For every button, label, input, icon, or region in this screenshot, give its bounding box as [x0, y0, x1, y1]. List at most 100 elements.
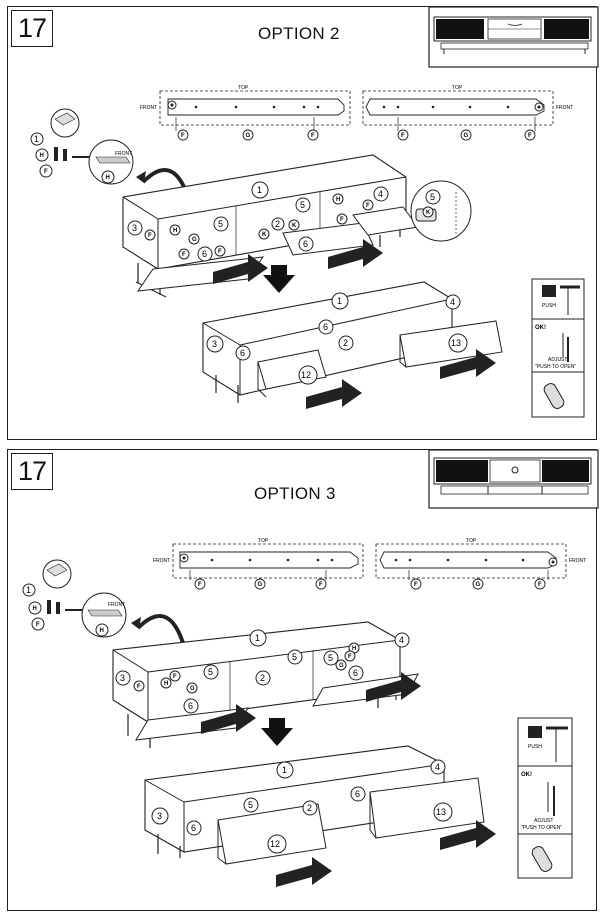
assembled-callout-4: 4 [435, 762, 440, 772]
step-number-box: 17 [11, 10, 53, 47]
cabinet-callout-f3: F [348, 654, 352, 660]
rail-diagram-right: TOP FRONT F G F [375, 538, 586, 590]
cabinet-callout-1: 1 [257, 185, 262, 195]
assembled-callout-1: 1 [282, 765, 287, 775]
rail-front-label-right: FRONT [569, 558, 586, 564]
assembled-callout-5: 5 [248, 800, 253, 810]
cabinet-callout-h-left: H [173, 228, 177, 234]
cabinet-callout-3: 3 [120, 673, 125, 683]
push-to-open-label: "PUSH TO OPEN" [521, 825, 562, 831]
hardware-detail-left: 1 H F FRONT H [30, 108, 190, 198]
assembled-callout-3: 3 [212, 339, 217, 349]
cabinet-callout-1: 1 [255, 633, 260, 643]
rail-front-label-right: FRONT [556, 105, 573, 111]
rail-top-label-right: TOP [452, 85, 463, 91]
down-arrow [263, 265, 295, 293]
cabinet-callout-k-right: K [292, 223, 297, 229]
rail-right-callout-right-screw: F [528, 133, 532, 139]
detail-front-label: FRONT [108, 602, 125, 608]
push-to-open-panel: PUSH OK! ADJUST "PUSH TO OPEN" [531, 278, 585, 418]
assembled-callout-12: 12 [301, 370, 311, 380]
step-number: 17 [17, 456, 47, 486]
detail-callout-f: F [44, 169, 48, 175]
cabinet-assembled: 1 2 3 4 5 6 6 12 13 [144, 745, 496, 887]
detail-callout-h-zoom: H [100, 628, 104, 634]
cabinet-callout-5b: 5 [300, 200, 305, 210]
rail-right-callout-left-screw: F [414, 582, 418, 588]
rail-front-label: FRONT [140, 105, 157, 111]
cabinet-callout-2: 2 [260, 673, 265, 683]
assembled-callout-6b: 6 [240, 348, 245, 358]
assembled-callout-2: 2 [307, 803, 312, 813]
assembled-callout-6b: 6 [191, 823, 196, 833]
cabinet-callout-5a: 5 [208, 667, 213, 677]
ok-label: OK! [535, 325, 546, 331]
rail-diagram-left: TOP FRONT F G F [140, 85, 351, 141]
detail-front-label: FRONT [115, 151, 132, 157]
knob-detail: 5 K [410, 180, 472, 242]
step-panel-option-3: 17 OPTION 3 TOP FRONT F G [7, 449, 599, 911]
thumbnail-tv-stand [428, 449, 599, 509]
assembled-callout-2: 2 [343, 338, 348, 348]
rail-callout-right-screw: F [311, 133, 315, 139]
detail-callout-f: F [36, 622, 40, 628]
detail-callout-h-zoom: H [106, 175, 110, 181]
assembled-callout-3: 3 [157, 811, 162, 821]
cabinet-callout-g-left: G [190, 686, 195, 692]
cabinet-callout-6a: 6 [202, 249, 207, 259]
push-label: PUSH [528, 744, 542, 750]
knob-callout-5: 5 [430, 192, 435, 202]
assembly-illustration-option-3: TOP FRONT F G F TOP FRONT F [22, 449, 599, 887]
cabinet-callout-h-left: H [164, 681, 168, 687]
cabinet-callout-4: 4 [378, 189, 383, 199]
step-number: 17 [17, 13, 47, 43]
cabinet-callout-5c: 5 [328, 653, 333, 663]
rail-callout-right-screw: F [319, 582, 323, 588]
option-title: OPTION 3 [254, 484, 336, 503]
push-to-open-label: "PUSH TO OPEN" [535, 364, 576, 370]
detail-callout-h: H [33, 606, 37, 612]
assembled-callout-4: 4 [450, 297, 455, 307]
push-to-open-panel: PUSH OK! ADJUST "PUSH TO OPEN" [517, 717, 573, 879]
cabinet-callout-4: 4 [399, 635, 404, 645]
detail-callout-part-1: 1 [26, 585, 31, 595]
cabinet-callout-6a: 6 [188, 701, 193, 711]
rail-top-label-right: TOP [466, 538, 477, 544]
detail-callout-h: H [40, 153, 44, 159]
rail-diagram-left: TOP FRONT F G F [153, 538, 364, 590]
cabinet-open-doors: 1 2 3 4 5 5 6 6 H H G K K F [122, 154, 419, 298]
adjust-label: ADJUST [548, 357, 567, 363]
cabinet-callout-5a: 5 [218, 219, 223, 229]
push-label: PUSH [542, 303, 556, 309]
cabinet-assembled: 1 2 3 4 6 6 12 13 [202, 281, 503, 409]
step-number-box: 17 [11, 453, 53, 490]
option-title: OPTION 2 [258, 24, 340, 43]
cabinet-callout-6b: 6 [353, 668, 358, 678]
cabinet-callout-3: 3 [132, 223, 137, 233]
assembled-callout-6a: 6 [323, 322, 328, 332]
cabinet-callout-f1: F [148, 233, 152, 239]
cabinet-callout-f1: F [137, 684, 141, 690]
down-arrow [261, 718, 293, 746]
rail-right-callout-right-screw: F [538, 582, 542, 588]
cabinet-open-doors: 1 2 3 4 5 5 5 6 6 H H G G F [112, 621, 421, 748]
cabinet-callout-g-right: G [339, 663, 344, 669]
thumbnail-tv-stand [428, 6, 599, 68]
hardware-detail-left: 1 H F FRONT H [22, 559, 185, 644]
detail-callout-part-1: 1 [34, 134, 39, 144]
rail-diagram-right: TOP FRONT F G F [362, 85, 573, 141]
cabinet-callout-f5: F [366, 203, 370, 209]
cabinet-callout-h-right: H [352, 646, 356, 652]
cabinet-callout-f4: F [340, 217, 344, 223]
rail-right-callout-middle: G [476, 582, 481, 588]
step-panel-option-2: 17 OPTION 2 TOP FRONT F [7, 6, 599, 440]
cabinet-callout-h-right: H [336, 197, 340, 203]
rail-right-callout-middle: G [464, 133, 469, 139]
cabinet-callout-5b: 5 [292, 652, 297, 662]
rail-callout-middle: G [246, 133, 251, 139]
cabinet-callout-f3: F [218, 249, 222, 255]
cabinet-callout-g: G [192, 237, 197, 243]
rail-top-label: TOP [238, 85, 249, 91]
cabinet-callout-f2: F [182, 252, 186, 258]
adjust-label: ADJUST [534, 818, 553, 824]
